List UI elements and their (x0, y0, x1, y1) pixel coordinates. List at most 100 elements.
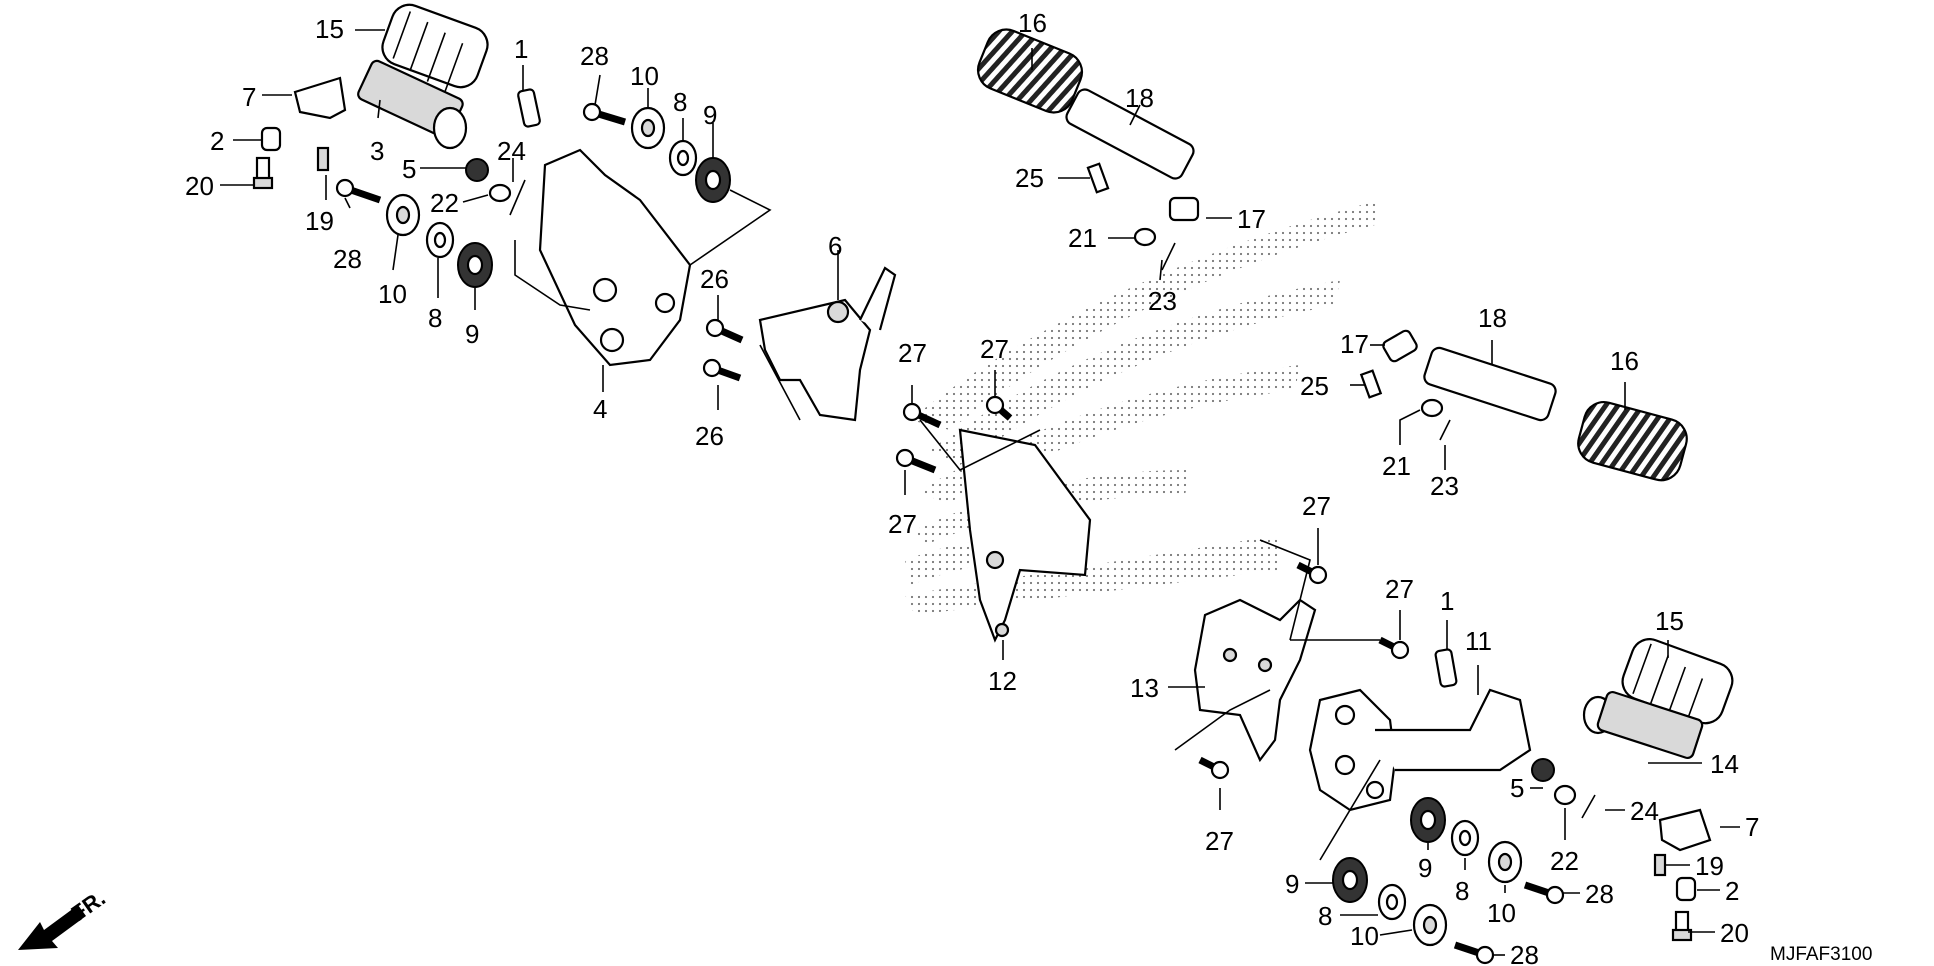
spring-5-right (1531, 758, 1555, 782)
peg-3-left (357, 59, 468, 150)
callout-9: 9 (1418, 853, 1432, 883)
washer-8-left-a (668, 139, 698, 177)
bolt-28-left-b (335, 178, 382, 204)
collar-10-right-a (1487, 840, 1523, 884)
peg-shaft-18-upper (1065, 88, 1195, 180)
bolt-26-left-a (705, 318, 744, 344)
callout-8: 8 (1455, 876, 1469, 906)
peg-rubber-15-left (381, 3, 489, 93)
callout-5: 5 (1510, 773, 1524, 803)
pin-2-left (260, 126, 282, 152)
callout-16: 16 (1610, 346, 1639, 376)
peg-rubber-16-right (1577, 400, 1688, 482)
callout-23: 23 (1148, 286, 1177, 316)
bolt-27-low-c (1198, 756, 1230, 780)
collar-10-right-b (1412, 903, 1448, 947)
bracket-11 (1308, 688, 1532, 812)
callout-9: 9 (703, 100, 717, 130)
bushing-9-left-a (695, 157, 731, 203)
bolt-28-left-a (582, 102, 627, 126)
bushing-9-right-a (1410, 797, 1446, 843)
spring-19-right (1653, 853, 1667, 877)
callout-12: 12 (988, 666, 1017, 696)
callout-23: 23 (1430, 471, 1459, 501)
cotter-24-left (509, 179, 526, 216)
bracket-4-left (538, 148, 692, 367)
bolt-28-right-b (1453, 941, 1495, 965)
diagram-code: MJFAF3100 (1770, 944, 1872, 965)
callout-22: 22 (1550, 846, 1579, 876)
callout-labels: 15 7 2 20 1 3 19 28 28 10 10 8 8 9 9 5 2… (185, 8, 1759, 966)
callout-21: 21 (1382, 451, 1411, 481)
washer-21-right (1420, 398, 1444, 418)
callout-9: 9 (1285, 869, 1299, 899)
collar-10-left-a (630, 106, 666, 150)
leader-lines (220, 29, 1740, 956)
washer-8-right-a (1450, 819, 1480, 857)
callout-10: 10 (630, 61, 659, 91)
callout-28: 28 (580, 41, 609, 71)
washer-22-right (1553, 784, 1577, 806)
peg-14-right (1582, 690, 1704, 760)
bolt-1-right (1434, 648, 1458, 688)
callout-27: 27 (898, 338, 927, 368)
washer-8-right-b (1377, 883, 1407, 921)
callout-8: 8 (428, 303, 442, 333)
callout-13: 13 (1130, 673, 1159, 703)
bolt-27-mid-a (902, 402, 942, 429)
callout-5: 5 (402, 154, 416, 184)
callout-10: 10 (1487, 898, 1516, 928)
callout-20: 20 (185, 171, 214, 201)
callout-7: 7 (242, 82, 256, 112)
callout-27: 27 (888, 509, 917, 539)
stay-13 (1193, 598, 1317, 763)
callout-25: 25 (1300, 371, 1329, 401)
callout-10: 10 (1350, 921, 1379, 951)
peg-shaft-18-right (1423, 346, 1557, 422)
callout-17: 17 (1237, 204, 1266, 234)
pin-25-upper (1086, 162, 1110, 194)
callout-21: 21 (1068, 223, 1097, 253)
callout-2: 2 (1725, 876, 1739, 906)
cotter-23-upper (1161, 242, 1176, 271)
callout-28: 28 (1585, 879, 1614, 909)
bracket-7-left (293, 76, 347, 120)
collar-10-left-b (385, 193, 421, 237)
callout-10: 10 (378, 279, 407, 309)
peg-rubber-16-upper (976, 28, 1084, 114)
callout-28: 28 (1510, 940, 1539, 966)
spring-19-left (316, 146, 330, 172)
stay-12-middle (958, 428, 1092, 643)
pin-2-right (1675, 876, 1697, 902)
holder-6-left (758, 266, 897, 422)
callout-18: 18 (1125, 83, 1154, 113)
bolt-28-right-a (1523, 881, 1565, 905)
bolt-26-left-b (702, 358, 742, 382)
callout-24: 24 (497, 136, 526, 166)
bolt-27-low-a (1296, 561, 1328, 585)
callout-26: 26 (695, 421, 724, 451)
callout-16: 16 (1018, 8, 1047, 38)
callout-2: 2 (210, 126, 224, 156)
callout-6: 6 (828, 231, 842, 261)
callout-1: 1 (1440, 586, 1454, 616)
callout-14: 14 (1710, 749, 1739, 779)
callout-27: 27 (1205, 826, 1234, 856)
callout-4: 4 (593, 394, 607, 424)
callout-15: 15 (1655, 606, 1684, 636)
washer-21-upper (1133, 227, 1157, 247)
callout-28: 28 (333, 244, 362, 274)
callout-27: 27 (980, 334, 1009, 364)
callout-8: 8 (673, 87, 687, 117)
bushing-9-right-b (1332, 857, 1368, 903)
callout-19: 19 (1695, 851, 1724, 881)
callout-22: 22 (430, 188, 459, 218)
callout-11: 11 (1465, 626, 1492, 656)
bolt-27-mid-c (895, 448, 937, 474)
callout-25: 25 (1015, 163, 1044, 193)
callout-20: 20 (1720, 918, 1749, 948)
bolt-1-left (517, 88, 541, 128)
cotter-24-right (1581, 794, 1596, 819)
assembly-lines (514, 189, 1381, 861)
bolt-20-left (252, 156, 274, 190)
